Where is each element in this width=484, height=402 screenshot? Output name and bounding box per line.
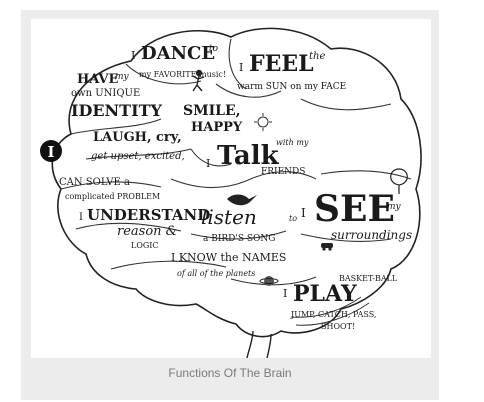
text-birds-song: a BIRD'S SONG [203,234,276,244]
text-reason: reason & [117,224,177,239]
big-i-badge [40,140,62,162]
text-the: the [309,51,325,62]
text-friends: FRIENDS [261,167,305,177]
text-favorite-music: my FAVORITE music! [139,70,226,79]
text-can-solve: CAN SOLVE a [59,177,130,188]
brain-drawing: HAVE my own UNIQUE IDENTITY I DANCE to m… [40,27,422,358]
text-big-i: I [47,143,54,161]
text-with-my: with my [276,138,309,147]
brain-outline [51,27,422,338]
text-see: SEE [314,188,395,230]
text-my-2: my [387,202,402,212]
text-i-see: I [301,206,306,220]
text-shoot: SHOOT! [321,322,355,331]
text-to: to [209,44,219,54]
text-talk: Talk [217,141,280,171]
planet-icon [259,276,279,286]
text-happy: HAPPY [191,120,243,135]
image-caption: Functions Of The Brain [168,366,292,380]
bird-icon [227,194,257,206]
car-icon [321,243,333,251]
brain-folds [60,38,412,286]
text-feel: FEEL [249,51,314,77]
text-planets: of all of the planets [177,269,255,278]
text-have: HAVE [77,72,119,87]
text-get-upset: get upset, excited, [91,151,185,162]
text-warm-sun: warm SUN on my FACE [237,82,346,92]
text-laugh-cry: LAUGH, cry, [93,130,182,145]
text-listen: listen [201,205,257,229]
cerebellum-lines [290,296,370,326]
text-i-feel: I [239,61,243,74]
text-to-2: to [289,214,297,223]
text-i-play: I [283,287,287,300]
tree-icon [390,168,408,194]
text-jump-catch-pass: JUMP, CATCH, PASS, [290,310,376,319]
text-logic: LOGIC [131,241,159,250]
text-own-unique: own UNIQUE [71,88,140,99]
text-know-names: I KNOW the NAMES [171,251,286,264]
text-identity: IDENTITY [71,101,162,120]
text-surroundings: surroundings [331,228,412,242]
text-understand: UNDERSTAND [87,206,210,224]
sun-icon [254,113,272,131]
dancer-icon [192,69,205,92]
text-i-talk: I [206,157,210,170]
text-basketball: BASKET-BALL [339,274,398,283]
text-play: PLAY [293,281,357,307]
text-complicated-problem: complicated PROBLEM [65,192,160,201]
text-my: my [115,72,130,82]
brain-stem [246,330,272,358]
text-dance: DANCE [141,43,215,64]
brain-illustration: HAVE my own UNIQUE IDENTITY I DANCE to m… [31,19,431,358]
text-i-dance: I [131,49,135,62]
text-smile: SMILE, [183,103,241,119]
text-i-understand: I [79,212,83,223]
